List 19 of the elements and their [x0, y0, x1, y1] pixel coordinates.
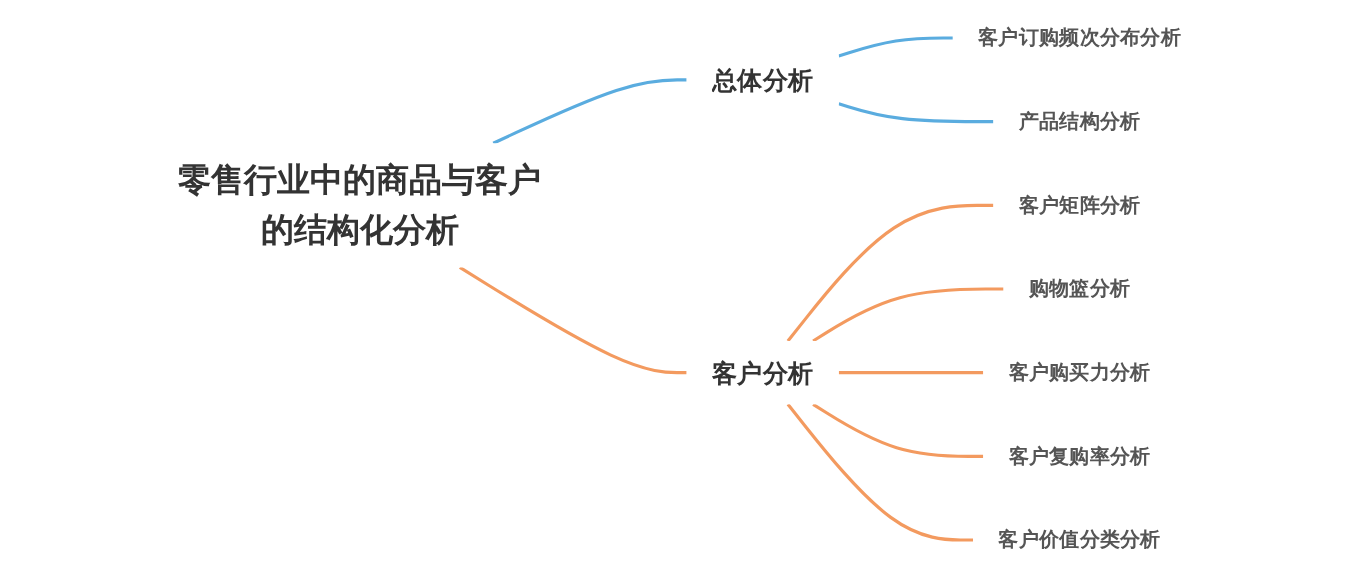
node-text: 购物篮分析 — [1028, 276, 1131, 301]
node-text: 客户复购率分析 — [1008, 443, 1151, 468]
connector — [838, 36, 953, 58]
node-text: 客户价值分类分析 — [998, 527, 1161, 552]
connector — [786, 203, 994, 342]
connector — [812, 287, 1004, 343]
node-text: 零售行业中的商品与客户的结构化分析 — [178, 160, 541, 249]
node-text: 客户购买力分析 — [1008, 359, 1151, 385]
connector — [786, 403, 974, 542]
node-text: 客户订购频次分布分析 — [978, 25, 1181, 50]
node-text: 客户分析 — [711, 357, 814, 388]
node-text: 产品结构分析 — [1018, 109, 1141, 134]
connector — [459, 266, 687, 375]
node-text: 总体分析 — [711, 64, 814, 96]
connector — [492, 78, 687, 145]
connector — [812, 403, 984, 458]
node-text: 客户矩阵分析 — [1018, 192, 1141, 217]
connector — [838, 102, 994, 124]
connector — [838, 371, 984, 375]
